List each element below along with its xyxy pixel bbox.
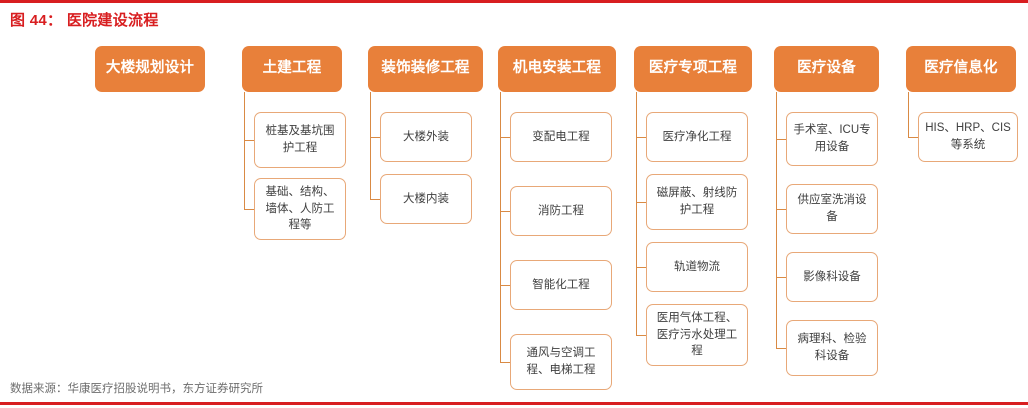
connector-trunk: [636, 92, 637, 335]
connector-branch: [776, 139, 786, 140]
connector-branch: [636, 267, 646, 268]
node-header[interactable]: 大楼规划设计: [95, 46, 205, 92]
node-child[interactable]: 医疗净化工程: [646, 112, 748, 162]
connector-branch: [776, 348, 786, 349]
connector-trunk: [500, 92, 501, 362]
node-header[interactable]: 医疗设备: [774, 46, 879, 92]
connector-branch: [500, 362, 510, 363]
connector-branch: [244, 209, 254, 210]
node-child[interactable]: HIS、HRP、CIS等系统: [918, 112, 1018, 162]
connector-branch: [636, 137, 646, 138]
node-child[interactable]: 变配电工程: [510, 112, 612, 162]
node-header[interactable]: 机电安装工程: [498, 46, 616, 92]
node-header[interactable]: 医疗专项工程: [634, 46, 752, 92]
node-child[interactable]: 消防工程: [510, 186, 612, 236]
top-divider-rule: [0, 0, 1028, 3]
connector-branch: [500, 137, 510, 138]
node-child[interactable]: 医用气体工程、医疗污水处理工程: [646, 304, 748, 366]
node-child[interactable]: 桩基及基坑围护工程: [254, 112, 346, 168]
connector-branch: [244, 140, 254, 141]
node-child[interactable]: 手术室、ICU专用设备: [786, 112, 878, 166]
node-child[interactable]: 大楼内装: [380, 174, 472, 224]
node-header[interactable]: 土建工程: [242, 46, 342, 92]
connector-branch: [370, 199, 380, 200]
node-child[interactable]: 大楼外装: [380, 112, 472, 162]
node-child[interactable]: 智能化工程: [510, 260, 612, 310]
node-child[interactable]: 磁屏蔽、射线防护工程: [646, 174, 748, 230]
source-note: 数据来源：华康医疗招股说明书，东方证券研究所: [10, 383, 263, 395]
page-title: 图 44： 医院建设流程: [10, 12, 159, 29]
node-header[interactable]: 医疗信息化: [906, 46, 1016, 92]
connector-branch: [776, 209, 786, 210]
connector-trunk: [244, 92, 245, 209]
node-header[interactable]: 装饰装修工程: [368, 46, 483, 92]
connector-branch: [636, 202, 646, 203]
connector-trunk: [908, 92, 909, 137]
node-child[interactable]: 基础、结构、墙体、人防工程等: [254, 178, 346, 240]
node-child[interactable]: 通风与空调工程、电梯工程: [510, 334, 612, 390]
node-child[interactable]: 轨道物流: [646, 242, 748, 292]
connector-branch: [500, 285, 510, 286]
connector-branch: [500, 211, 510, 212]
bottom-divider-rule: [0, 402, 1028, 405]
connector-branch: [908, 137, 918, 138]
node-child[interactable]: 影像科设备: [786, 252, 878, 302]
connector-branch: [370, 137, 380, 138]
connector-trunk: [776, 92, 777, 348]
connector-trunk: [370, 92, 371, 199]
connector-branch: [776, 277, 786, 278]
node-child[interactable]: 病理科、检验科设备: [786, 320, 878, 376]
node-child[interactable]: 供应室洗消设备: [786, 184, 878, 234]
connector-branch: [636, 335, 646, 336]
